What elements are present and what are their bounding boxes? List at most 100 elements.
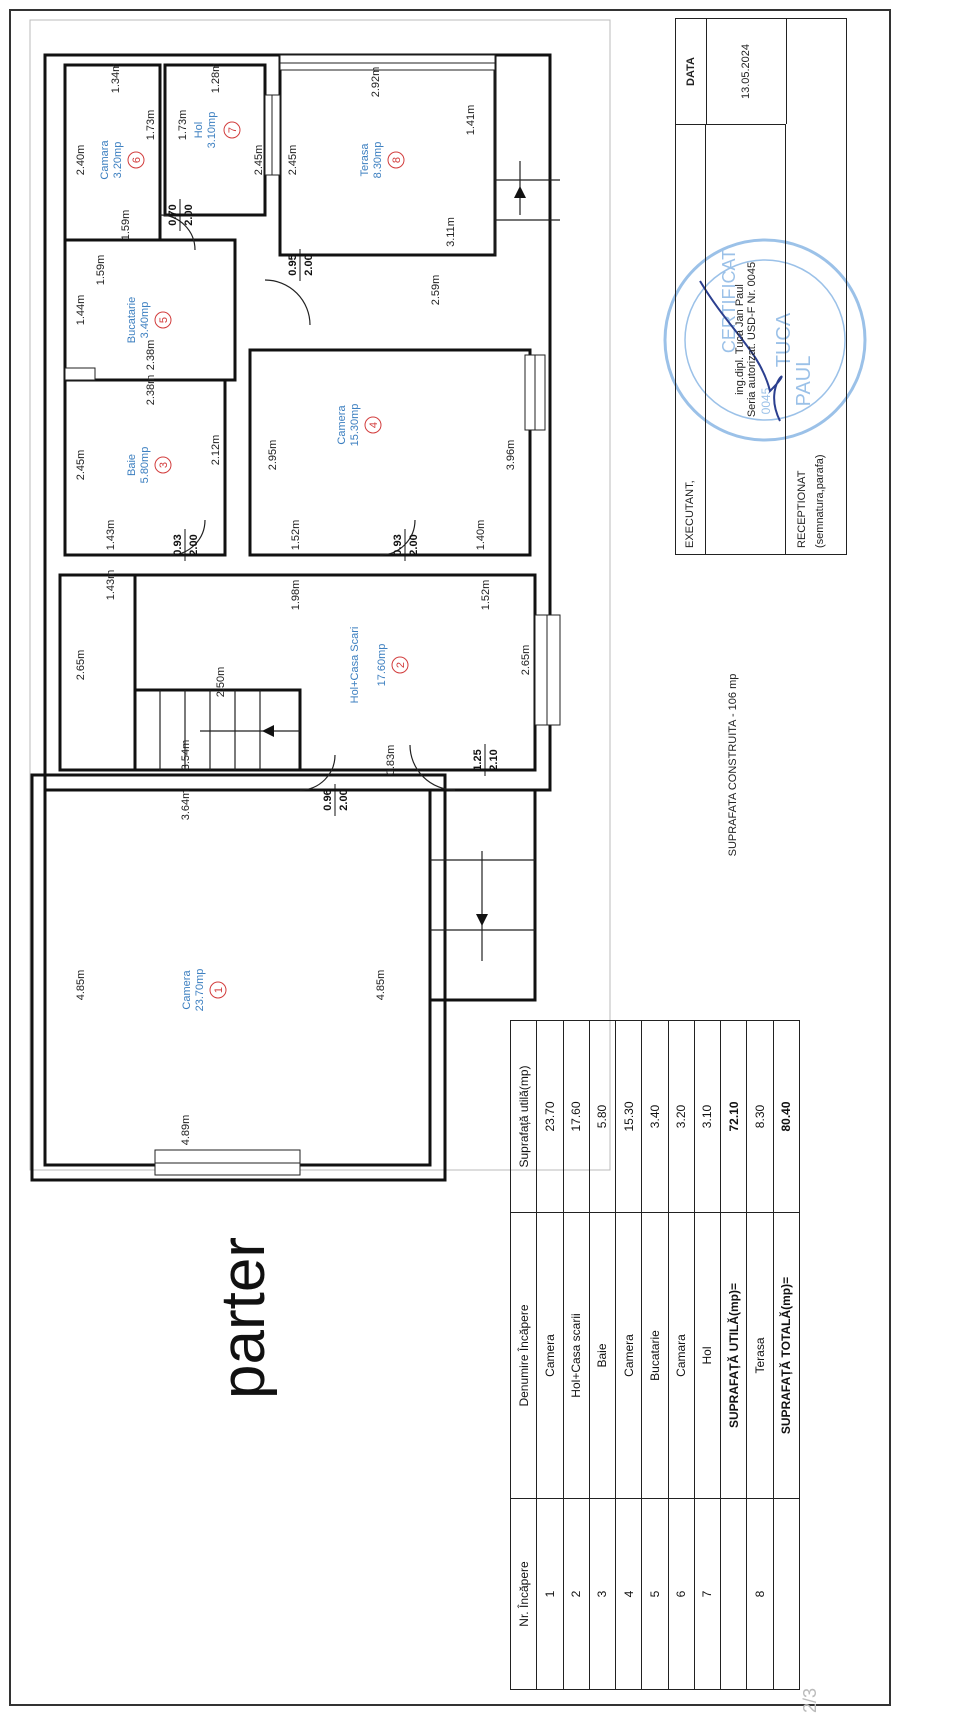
room-1-outer-wall <box>30 773 447 1182</box>
subtotal-row: SUPRAFAȚĂ UTILĂ(mp)=72.10 <box>720 1020 747 1690</box>
cell: 5 <box>641 1498 669 1690</box>
door-swings <box>159 214 456 791</box>
entrance-steps <box>428 788 537 1002</box>
page-number: 2/3 <box>800 1687 820 1713</box>
room-name: Hol+Casa Scari <box>349 627 361 704</box>
title-block: EXECUTANT, DATA ing.dipl. Tuca Jan Paul … <box>675 18 847 555</box>
engineer-block: ing.dipl. Tuca Jan Paul Seria autorizat.… <box>706 124 786 554</box>
cell: Baie <box>589 1212 616 1499</box>
sheet-border <box>9 9 891 1706</box>
dimension: 4.85m <box>375 970 387 1001</box>
date-label: DATA <box>676 19 707 124</box>
cell: Camera <box>615 1212 642 1499</box>
dimension: 1.43m <box>105 520 117 551</box>
room-area: 3.20mp <box>112 142 124 179</box>
door-width: 0.96 <box>322 789 334 810</box>
subtotal-value: 72.10 <box>720 1020 747 1213</box>
room-2-walls <box>133 573 537 772</box>
dimension: 1.73m <box>177 110 189 141</box>
room-name: Baie <box>126 454 138 476</box>
room-area: 3.40mp <box>139 302 151 339</box>
room-name: Hol <box>193 122 205 139</box>
stamp-text: TUCA <box>773 312 795 367</box>
dimension: 2.95m <box>267 440 279 471</box>
cell: 8 <box>746 1498 774 1690</box>
cell: 7 <box>694 1498 721 1690</box>
room-area: 3.10mp <box>206 112 218 149</box>
stair-arrow-icon <box>476 914 488 926</box>
dimension: 1.52m <box>290 520 302 551</box>
room-area: 23.70mp <box>194 969 206 1012</box>
cell: Camera <box>536 1212 564 1499</box>
door-width: 0.93 <box>172 534 184 555</box>
room-8-walls <box>278 53 497 257</box>
dimension: 2.65m <box>75 650 87 681</box>
room-area: 8.30mp <box>372 142 384 179</box>
engineer-name: ing.dipl. Tuca Jan Paul <box>734 284 746 395</box>
header-nr: Nr. Încăpere <box>510 1498 537 1690</box>
room-6-walls <box>63 63 162 242</box>
door-height: 2.00 <box>408 534 420 555</box>
cell: Hol <box>694 1212 721 1499</box>
dimension: 1.59m <box>120 210 132 241</box>
room-name: Camera <box>336 405 348 445</box>
cell: 3.40 <box>641 1020 669 1213</box>
door-width: 0.70 <box>167 204 179 225</box>
dimension: 2.45m <box>75 450 87 481</box>
cell: Bucatarie <box>641 1212 669 1499</box>
room-number: 7 <box>227 127 239 133</box>
room-name: Camera <box>181 970 193 1010</box>
room-number: 4 <box>368 422 380 428</box>
dimension: 2.38m <box>145 375 157 406</box>
stair-arrow-icon <box>514 186 526 198</box>
dimension: 1.28m <box>210 63 222 94</box>
document-date: 13.05.2024 <box>706 19 787 124</box>
cell: Hol+Casa scarii <box>563 1212 590 1499</box>
area-table: Nr. Încăpere Denumire Încăpere Suprafață… <box>510 1020 800 1690</box>
executant-label: EXECUTANT, <box>676 124 706 554</box>
dimension: 4.89m <box>180 1115 192 1146</box>
dimension: 1.43m <box>105 570 117 601</box>
room-number: 1 <box>213 987 225 993</box>
dimension: 2.40m <box>75 145 87 176</box>
cell: 6 <box>668 1498 695 1690</box>
window <box>64 367 96 381</box>
dimension: 0.83m <box>385 745 397 776</box>
stair-arrow-icon <box>262 725 274 737</box>
cell: 3 <box>589 1498 616 1690</box>
dimension: 1.52m <box>480 580 492 611</box>
dimension: 3.54m <box>180 740 192 771</box>
room-number: 3 <box>158 462 170 468</box>
cell: 4 <box>615 1498 642 1690</box>
stamp-text: PAUL <box>793 356 815 407</box>
total-value: 80.40 <box>773 1020 800 1213</box>
room-number: 5 <box>158 317 170 323</box>
dimension: 1.59m <box>95 255 107 286</box>
cell: Camara <box>668 1212 695 1499</box>
dimension: 2.45m <box>253 145 265 176</box>
subtotal-label: SUPRAFAȚĂ UTILĂ(mp)= <box>720 1212 747 1499</box>
drawing-frame <box>29 19 611 1171</box>
door-width: 0.93 <box>392 534 404 555</box>
dimension: 2.12m <box>210 435 222 466</box>
door-height: 2.10 <box>488 749 500 770</box>
floor-label: parter <box>209 1237 278 1399</box>
dimension: 1.40m <box>475 520 487 551</box>
room-area: 15.30mp <box>349 404 361 447</box>
dimension: 3.11m <box>445 217 457 247</box>
dimension-labels: 1.34m 1.28m 2.92m 2.40m 1.73m 1.73m 2.45… <box>75 63 532 1146</box>
stamp-text: CERTIFICAT <box>719 249 739 353</box>
room-1-walls <box>43 788 432 1167</box>
engineer-stamp: CERTIFICAT TUCA PAUL 0045 <box>663 238 867 442</box>
room-area: 5.80mp <box>139 447 151 484</box>
door-height: 2.00 <box>338 789 350 810</box>
closet-walls <box>58 573 137 772</box>
